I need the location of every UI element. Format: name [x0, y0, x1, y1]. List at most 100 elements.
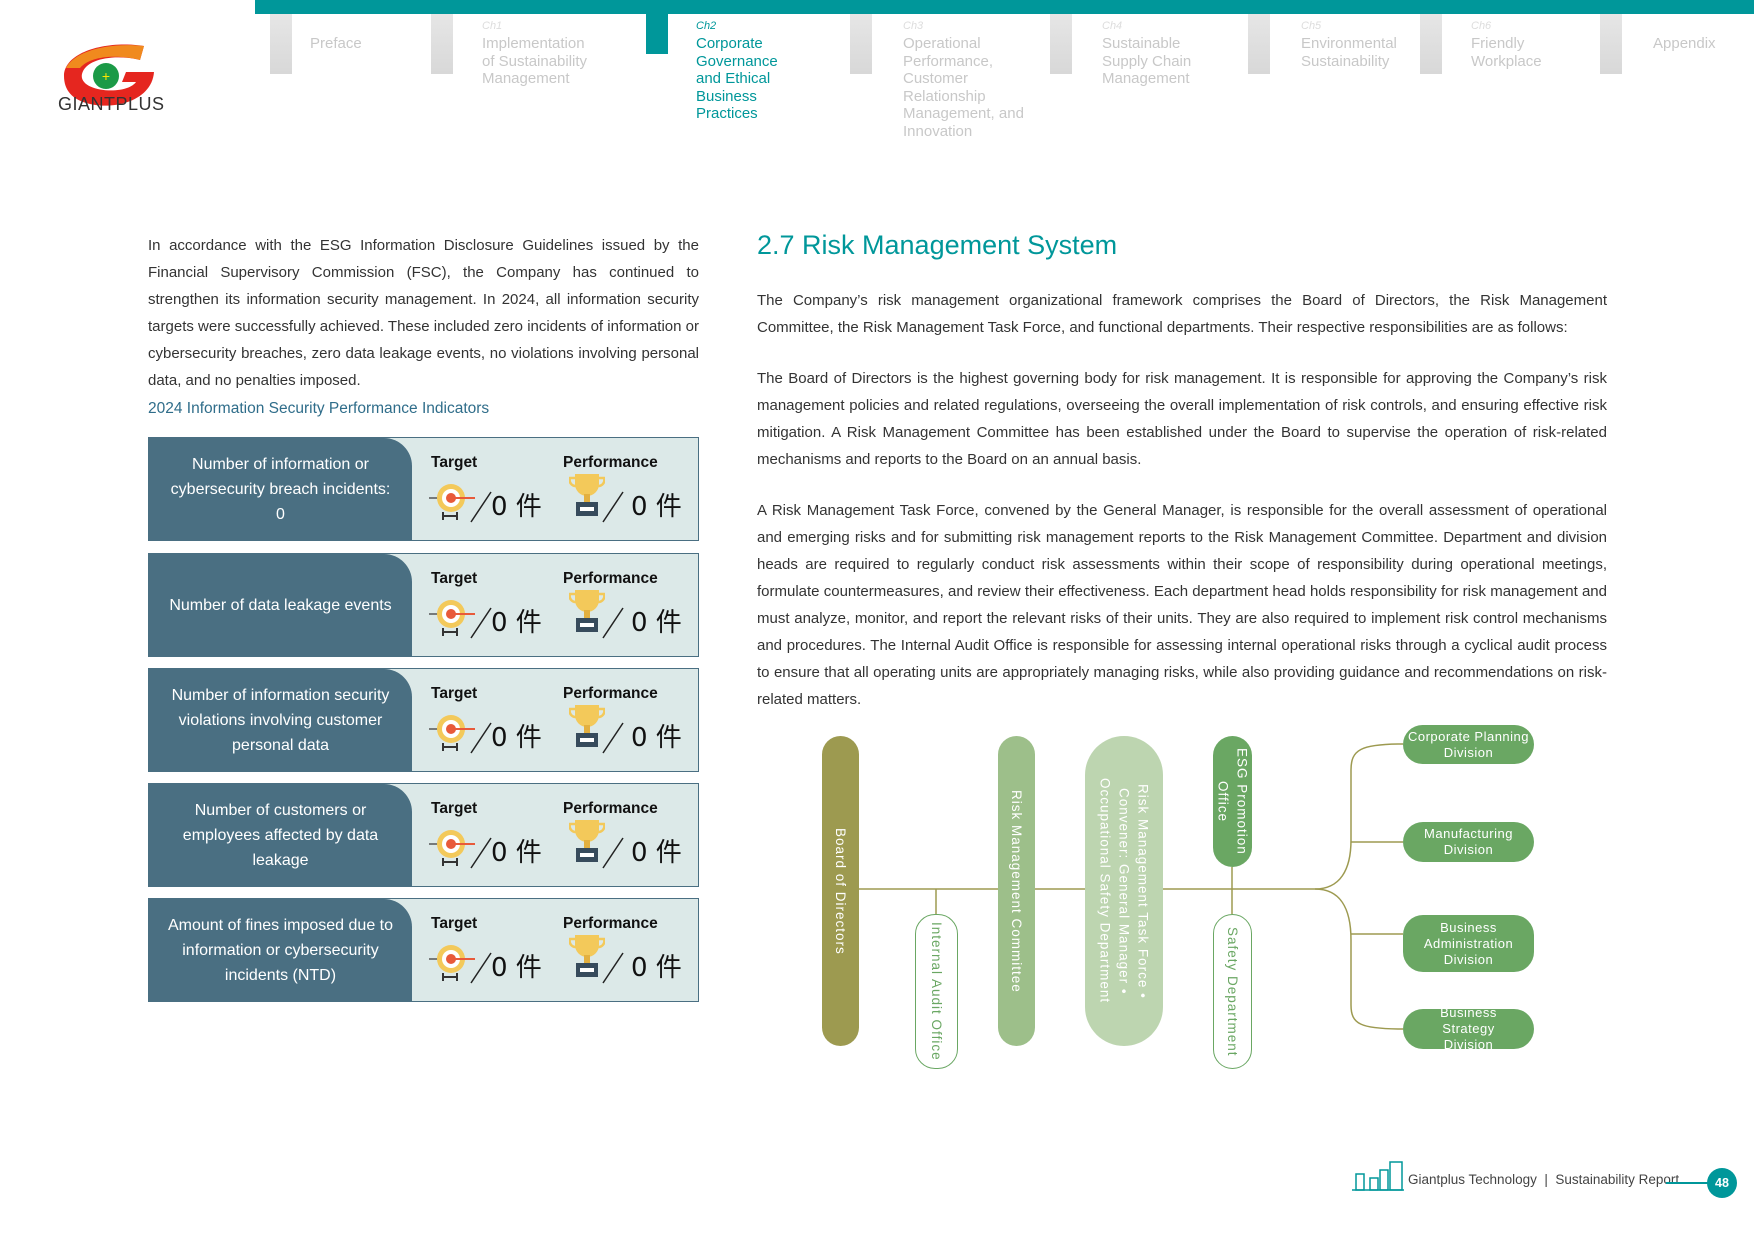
kpi-label: Number of customers or employees affecte… — [149, 784, 412, 886]
safety-department-node: Safety Department — [1213, 914, 1252, 1069]
chapter-number: Ch3 — [903, 20, 924, 32]
performance-value: 0 件 — [631, 492, 682, 522]
chapter-number: Ch6 — [1471, 20, 1492, 32]
paragraph-board: The Board of Directors is the highest go… — [757, 370, 1607, 468]
board-of-directors-node: Board of Directors — [822, 736, 859, 1046]
nav-tab-label: Sustainable Supply Chain Management — [1102, 35, 1192, 87]
trophy-icon — [569, 705, 605, 747]
city-buildings-icon — [1352, 1161, 1404, 1191]
target-label: Target — [431, 570, 478, 587]
nav-tab-preface[interactable]: Preface — [310, 35, 420, 53]
nav-tab-appendix[interactable]: Appendix — [1653, 35, 1754, 53]
target-label: Target — [431, 685, 478, 702]
chapter-building-icon — [431, 14, 453, 74]
paragraph-framework: The Company’s risk management organizati… — [757, 292, 1607, 336]
footer-rule — [1666, 1182, 1708, 1184]
paragraph-task-force: A Risk Management Task Force, convened b… — [757, 502, 1607, 708]
nav-tab-label: Environmental Sustainability — [1301, 35, 1397, 70]
chapter-building-icon — [1420, 14, 1442, 74]
performance-label: Performance — [563, 915, 658, 932]
slash-divider — [470, 952, 492, 984]
performance-label: Performance — [563, 570, 658, 587]
trophy-icon — [569, 820, 605, 862]
chapter-building-icon — [1248, 14, 1270, 74]
slash-divider — [602, 722, 624, 754]
chapter-number: Ch5 — [1301, 20, 1322, 32]
internal-audit-office-node: Internal Audit Office — [915, 914, 958, 1069]
target-value: 0 件 — [491, 723, 542, 753]
division-node: Manufacturing Division — [1403, 822, 1534, 862]
top-accent-bar — [255, 0, 1754, 14]
slash-divider — [470, 607, 492, 639]
logo-text: GIANTPLUS — [58, 94, 165, 114]
page-number: 48 — [1707, 1168, 1737, 1198]
target-icon — [429, 484, 475, 520]
slash-divider — [470, 722, 492, 754]
performance-label: Performance — [563, 800, 658, 817]
kpi-label: Amount of fines imposed due to informati… — [149, 899, 412, 1001]
slash-divider — [602, 952, 624, 984]
nav-tab-label: Friendly Workplace — [1471, 35, 1542, 70]
target-icon — [429, 945, 475, 981]
trophy-icon — [569, 935, 605, 977]
target-icon — [429, 830, 475, 866]
chapter-number: Ch4 — [1102, 20, 1123, 32]
risk-task-force-node: Risk Management Task Force • Convener: G… — [1085, 736, 1163, 1046]
target-value: 0 件 — [491, 838, 542, 868]
target-icon — [429, 715, 475, 751]
kpi-card: Number of information security violation… — [148, 668, 699, 772]
chapter-building-icon — [1600, 14, 1622, 74]
target-value: 0 件 — [491, 953, 542, 983]
division-node: Corporate Planning Division — [1403, 725, 1534, 764]
kpi-card: Number of data leakage events Target Perfo… — [148, 553, 699, 657]
kpi-card: Number of information or cybersecurity b… — [148, 437, 699, 541]
kpi-label: Number of information or cybersecurity b… — [149, 438, 412, 540]
target-value: 0 件 — [491, 608, 542, 638]
performance-label: Performance — [563, 454, 658, 471]
division-node: Business Strategy Division — [1403, 1005, 1534, 1052]
performance-value: 0 件 — [631, 838, 682, 868]
giantplus-logo: + — [64, 44, 154, 106]
esg-promotion-office-node: ESG Promotion Office — [1213, 736, 1252, 867]
kpi-label: Number of information security violation… — [149, 669, 412, 771]
chapter-building-icon — [646, 14, 668, 54]
svg-text:+: + — [102, 68, 110, 84]
target-label: Target — [431, 454, 478, 471]
target-value: 0 件 — [491, 492, 542, 522]
trophy-icon — [569, 474, 605, 516]
chapter-building-icon — [1050, 14, 1072, 74]
chapter-building-icon — [270, 14, 292, 74]
performance-value: 0 件 — [631, 608, 682, 638]
slash-divider — [602, 837, 624, 869]
chapter-number: Ch1 — [482, 20, 503, 32]
kpi-card: Number of customers or employees affecte… — [148, 783, 699, 887]
division-node: Business Administration Division — [1403, 915, 1534, 972]
nav-tab-label: Operational Performance, Customer Relati… — [903, 35, 1024, 140]
intro-paragraph: In accordance with the ESG Information D… — [148, 237, 699, 389]
slash-divider — [602, 491, 624, 523]
risk-management-committee-node: Risk Management Committee — [998, 736, 1035, 1046]
target-label: Target — [431, 915, 478, 932]
target-label: Target — [431, 800, 478, 817]
kpi-subheading: 2024 Information Security Performance In… — [148, 400, 490, 417]
footer-text: Giantplus Technology | Sustainability Re… — [1408, 1172, 1680, 1187]
chapter-number: Ch2 — [696, 20, 717, 32]
section-heading: 2.7 Risk Management System — [757, 230, 1118, 260]
performance-label: Performance — [563, 685, 658, 702]
slash-divider — [470, 491, 492, 523]
kpi-label: Number of data leakage events — [149, 554, 412, 656]
nav-tab-label: Preface — [310, 35, 362, 52]
slash-divider — [470, 837, 492, 869]
target-icon — [429, 600, 475, 636]
performance-value: 0 件 — [631, 953, 682, 983]
kpi-card: Amount of fines imposed due to informati… — [148, 898, 699, 1002]
performance-value: 0 件 — [631, 723, 682, 753]
trophy-icon — [569, 590, 605, 632]
